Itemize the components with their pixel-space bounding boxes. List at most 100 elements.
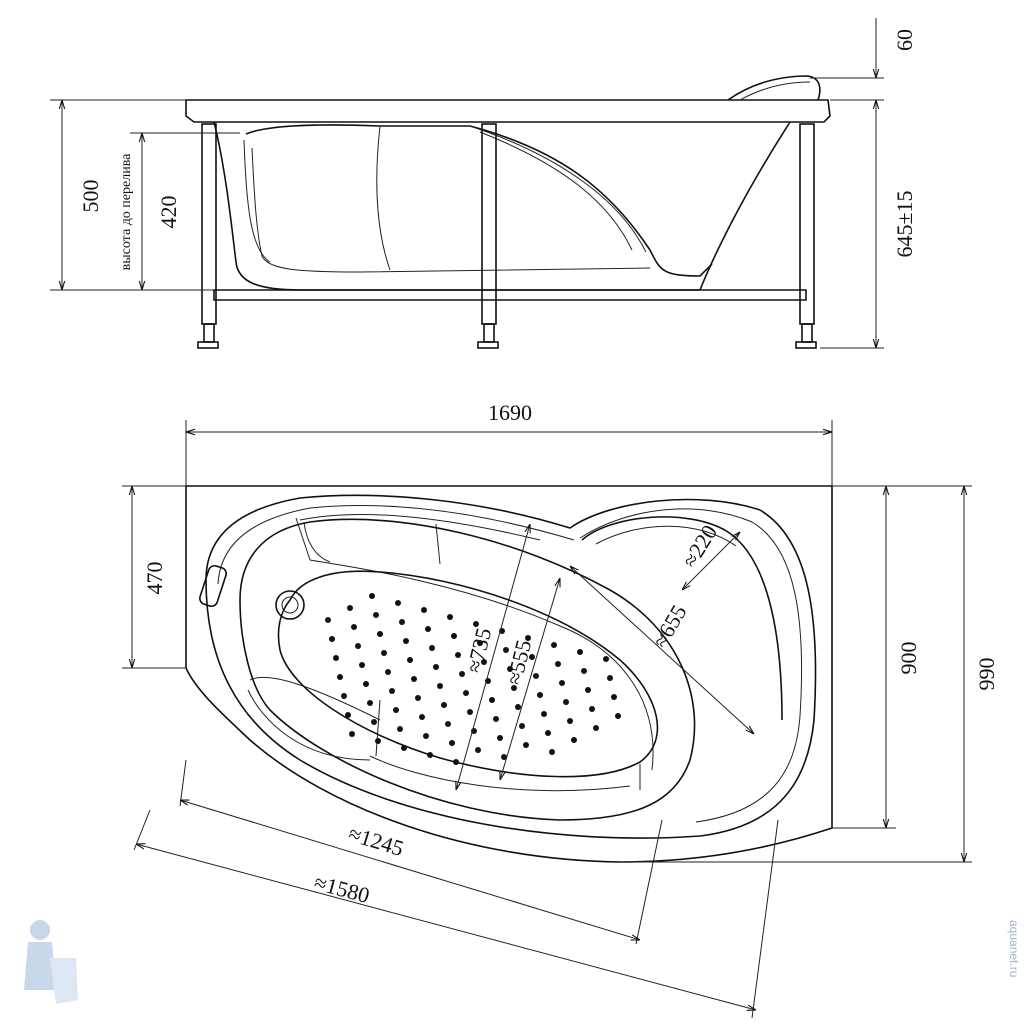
jet-dot	[423, 733, 429, 739]
jet-dot	[555, 661, 561, 667]
jet-dot	[551, 642, 557, 648]
jet-dot	[455, 652, 461, 658]
jet-dot	[459, 671, 465, 677]
dimension-1245: ≈1245	[180, 759, 663, 945]
svg-text:≈1245: ≈1245	[346, 821, 407, 861]
jet-dot	[429, 645, 435, 651]
jet-dot	[585, 687, 591, 693]
jet-dot	[475, 747, 481, 753]
jet-dot	[559, 680, 565, 686]
svg-text:645±15: 645±15	[892, 190, 917, 257]
frame-leg-middle	[477, 123, 499, 349]
jet-dot	[395, 600, 401, 606]
jet-dot	[407, 657, 413, 663]
jet-dot	[325, 617, 331, 623]
jet-dot	[577, 649, 583, 655]
jet-dot	[393, 707, 399, 713]
jet-dot	[427, 752, 433, 758]
jet-dot	[467, 709, 473, 715]
jet-dot	[549, 749, 555, 755]
jet-dot	[451, 633, 457, 639]
jet-dot	[355, 643, 361, 649]
jet-dot	[453, 759, 459, 765]
top-view: 1690 470 900 990 ≈1245	[122, 400, 999, 1019]
dimension-220: ≈220	[677, 520, 740, 590]
side-view: 500 420 высота до перелива 60 645±15	[50, 18, 917, 349]
jet-dot	[367, 700, 373, 706]
jet-dot	[615, 713, 621, 719]
jet-dot	[523, 742, 529, 748]
dimension-645: 645±15	[820, 100, 917, 349]
jet-dot	[377, 631, 383, 637]
jet-dot	[389, 688, 395, 694]
svg-text:≈220: ≈220	[677, 520, 722, 571]
jet-dot	[571, 737, 577, 743]
svg-text:420: 420	[156, 196, 181, 229]
jet-dot	[611, 694, 617, 700]
jet-dot	[381, 650, 387, 656]
jet-dot	[463, 690, 469, 696]
overflow-height-label: высота до перелива	[119, 153, 134, 270]
jet-dot	[351, 624, 357, 630]
dimension-420: 420 высота до перелива	[119, 132, 240, 290]
jet-dot	[525, 635, 531, 641]
jet-dot	[359, 662, 365, 668]
dimension-470: 470	[122, 485, 186, 669]
jet-dot	[593, 725, 599, 731]
jet-dot	[515, 704, 521, 710]
jet-dot	[511, 685, 517, 691]
jet-dot	[567, 718, 573, 724]
svg-text:470: 470	[142, 562, 167, 595]
jet-dot	[445, 721, 451, 727]
jet-dot	[373, 612, 379, 618]
jet-dot	[419, 714, 425, 720]
jet-dot	[415, 695, 421, 701]
svg-text:≈555: ≈555	[501, 637, 536, 687]
jet-dot	[545, 730, 551, 736]
jet-dot	[363, 681, 369, 687]
frame-leg-left	[197, 123, 219, 349]
jet-dot	[441, 702, 447, 708]
jet-dot	[437, 683, 443, 689]
jet-dot	[371, 719, 377, 725]
jet-dot	[493, 716, 499, 722]
jet-dot	[337, 674, 343, 680]
frame-leg-right	[795, 123, 817, 349]
dimension-500: 500	[50, 99, 214, 291]
jet-dot	[589, 706, 595, 712]
jet-dot	[533, 673, 539, 679]
jet-dot	[607, 675, 613, 681]
jet-dot	[345, 712, 351, 718]
watermark-logo: aquanet.ru	[24, 920, 1021, 1004]
jet-dot	[433, 664, 439, 670]
dimension-990: 990	[620, 485, 999, 863]
jet-dot	[329, 636, 335, 642]
jet-dot	[489, 697, 495, 703]
jet-dot	[425, 626, 431, 632]
dimension-900: 900	[832, 486, 921, 829]
jet-dot	[385, 669, 391, 675]
svg-text:≈655: ≈655	[647, 600, 691, 652]
svg-text:990: 990	[974, 658, 999, 691]
svg-text:≈1580: ≈1580	[312, 869, 373, 908]
jet-dot	[541, 711, 547, 717]
jet-dot	[349, 731, 355, 737]
jet-dot	[347, 605, 353, 611]
jet-dot	[403, 638, 409, 644]
jet-dot	[397, 726, 403, 732]
svg-text:1690: 1690	[488, 400, 532, 425]
jet-dot	[563, 699, 569, 705]
watermark-text: aquanet.ru	[1007, 920, 1021, 977]
jet-dot	[537, 692, 543, 698]
svg-text:≈735: ≈735	[461, 625, 496, 675]
dimension-655: ≈655	[570, 566, 754, 734]
hydromassage-jets	[325, 593, 621, 765]
svg-text:60: 60	[892, 29, 917, 51]
jet-dot	[421, 607, 427, 613]
jet-dot	[369, 593, 375, 599]
jet-dot	[333, 655, 339, 661]
svg-text:500: 500	[78, 180, 103, 213]
jet-dot	[375, 738, 381, 744]
jet-dot	[497, 735, 503, 741]
